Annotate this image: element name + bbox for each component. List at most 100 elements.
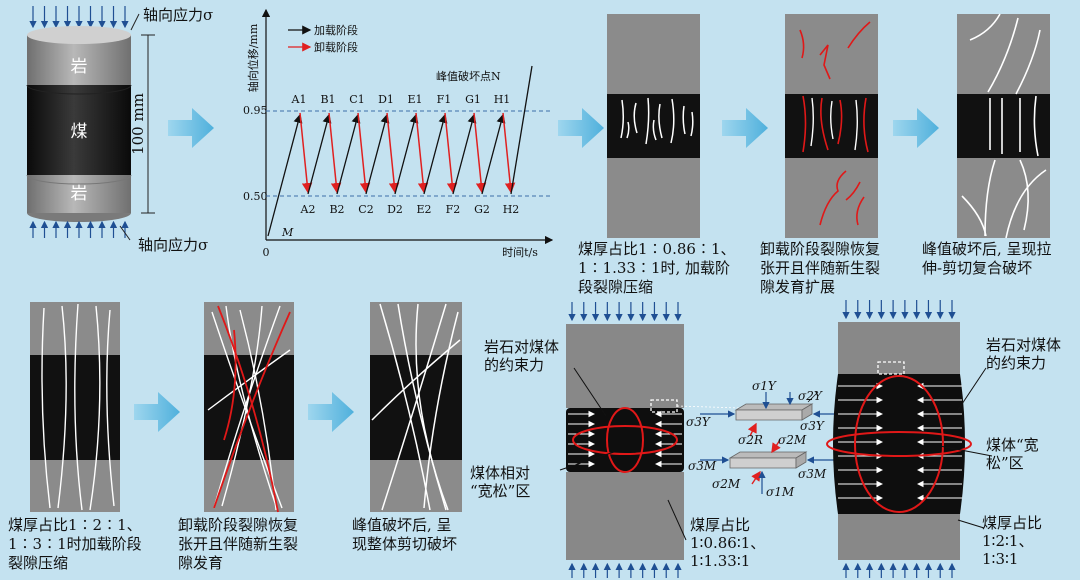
- axial-stress-top-label: 轴向应力σ: [143, 6, 213, 24]
- right-loose-zone-label: 煤体“宽: [986, 436, 1039, 454]
- flow-arrow-5: [134, 392, 180, 432]
- caption-row2-unloading: 隙发育: [178, 554, 223, 572]
- peak-label: 峰值破坏点N: [436, 69, 501, 83]
- cycle-bottom-point-label: A2: [300, 203, 316, 216]
- right-thickness-ratio-label: 1∶2∶1、: [982, 532, 1033, 550]
- left-thickness-ratio-label: 煤厚占比: [690, 516, 750, 534]
- flow-arrow-4: [893, 108, 939, 148]
- load-segment: [336, 113, 361, 195]
- legend-load-label: 加载阶段: [314, 23, 358, 37]
- left-loose-zone-label: 煤体相对: [470, 464, 530, 482]
- cycle-bottom-point-label: G2: [474, 203, 490, 216]
- height-dimension-label: 100 mm: [129, 93, 147, 155]
- cycle-bottom-point-label: H2: [503, 203, 520, 216]
- cycle-top-point-label: A1: [291, 93, 307, 106]
- cycle-bottom-point-label: F2: [446, 203, 461, 216]
- coal-layer: [27, 85, 131, 175]
- left-thickness-ratio-label: 1∶1.33∶1: [690, 552, 750, 570]
- y-axis-label: 轴向位移/mm: [246, 23, 260, 92]
- left-model-confinement-arrows: [568, 410, 682, 468]
- cycle-top-point-label: C1: [349, 93, 364, 106]
- right-loose-zone-label: 松”区: [986, 454, 1024, 472]
- left-constraint-force-label: 岩石对煤体: [484, 338, 559, 356]
- caption-row2-peak: 现整体剪切破坏: [352, 535, 457, 553]
- left-thickness-ratio-label: 1∶0.86∶1、: [690, 534, 765, 552]
- x-axis-label: 时间t/s: [502, 246, 538, 259]
- cycle-bottom-point-label: C2: [358, 203, 373, 216]
- left-model-top-arrows: [568, 302, 682, 322]
- right-model-top-arrows: [842, 300, 956, 320]
- stress-component-label: σ3M: [688, 459, 717, 473]
- cycle-top-point-label: D1: [378, 93, 394, 106]
- unload-segment: [473, 112, 487, 194]
- load-segment: [267, 113, 303, 237]
- cycle-top-point-label: H1: [494, 93, 511, 106]
- cylinder-top-face: [27, 26, 131, 44]
- right-thickness-ratio-label: 煤厚占比: [982, 514, 1042, 532]
- cycle-bottom-point-label: E2: [416, 203, 431, 216]
- caption-row1-peak: 伸-剪切复合破坏: [922, 259, 1032, 277]
- unload-segment: [386, 112, 400, 194]
- load-segment: [452, 113, 477, 195]
- stress-component-label: σ2M: [778, 433, 807, 447]
- cycle-top-point-label: G1: [465, 93, 481, 106]
- caption-row1-loading: 段裂隙压缩: [578, 278, 653, 296]
- stress-component-label: σ1M: [766, 485, 795, 499]
- load-segment: [481, 113, 506, 195]
- stress-component-label: σ2M: [712, 477, 741, 491]
- unload-segment: [502, 112, 516, 194]
- panel-row1-unloading: [785, 14, 878, 238]
- right-constraint-force-label: 岩石对煤体: [986, 336, 1061, 354]
- panel-row2-loading: [30, 302, 120, 512]
- annotation-leaders: [559, 367, 993, 541]
- panel-row2-unloading: [204, 302, 294, 513]
- right-thickness-ratio-label: 1∶3∶1: [982, 550, 1018, 568]
- stress-component-label: σ2Y: [798, 389, 823, 403]
- chart-cycle-lines: [267, 65, 533, 237]
- caption-row1-unloading: 张开且伴随新生裂: [760, 259, 880, 277]
- stress-component-label: σ3Y: [686, 415, 711, 429]
- axial-stress-bottom-label: 轴向应力σ: [138, 236, 208, 254]
- caption-row2-loading: 裂隙压缩: [8, 554, 68, 572]
- caption-row2-peak: 峰值破坏后, 呈: [352, 516, 452, 534]
- stress-component-label: σ2R: [738, 433, 763, 447]
- legend-unload-label: 卸载阶段: [314, 40, 358, 54]
- left-constraint-force-label: 的约束力: [484, 356, 544, 374]
- unload-segment: [444, 112, 458, 194]
- cycle-top-point-label: E1: [407, 93, 422, 106]
- left-loose-zone-label: “宽松”区: [470, 482, 530, 500]
- load-segment: [423, 113, 448, 195]
- caption-row2-unloading: 张开且伴随新生裂: [178, 535, 298, 553]
- unload-segment: [299, 112, 313, 194]
- panel-row2-peak: [370, 302, 462, 512]
- caption-row1-peak: 峰值破坏后, 呈现拉: [922, 240, 1052, 258]
- constraint-model-left: [566, 302, 684, 578]
- rock-bottom-label: 岩: [71, 184, 88, 204]
- cycle-top-point-label: F1: [437, 93, 452, 106]
- load-segment: [365, 113, 390, 195]
- displacement-time-chart: 轴向位移/mm 时间t/s 0 0.95 0.50 加载阶段 卸载阶段 峰值破坏…: [243, 8, 554, 259]
- caption-row2-loading: 煤厚占比1∶2∶1、: [8, 516, 142, 534]
- right-constraint-force-label: 的约束力: [986, 354, 1046, 372]
- cycle-bottom-point-label: D2: [387, 203, 403, 216]
- stress-component-label: σ3M: [798, 467, 827, 481]
- caption-row1-unloading: 隙发育扩展: [760, 278, 835, 296]
- text-layer: 煤厚占比1∶0.86∶1、1∶1.33∶1时, 加载阶段裂隙压缩卸载阶段裂隙恢复…: [8, 240, 1061, 572]
- panel-row1-loading: [607, 14, 700, 238]
- caption-row2-unloading: 卸载阶段裂隙恢复: [178, 516, 298, 534]
- stress-component-label: σ3Y: [800, 419, 825, 433]
- flow-arrow-2: [558, 108, 604, 148]
- y-tick-095: 0.95: [243, 104, 268, 117]
- coal-label: 煤: [71, 122, 88, 142]
- stress-component-label: σ1Y: [752, 379, 777, 393]
- origin-label: 0: [263, 246, 270, 259]
- left-model-bottom-arrows: [568, 562, 682, 578]
- load-segment: [307, 113, 332, 195]
- cycle-top-point-label: B1: [320, 93, 335, 106]
- flow-arrow-6: [308, 392, 354, 432]
- caption-row2-loading: 1∶3∶1时加载阶段: [8, 535, 142, 553]
- right-model-bottom-arrows: [842, 562, 956, 578]
- unload-segment: [328, 112, 342, 194]
- caption-row1-unloading: 卸载阶段裂隙恢复: [760, 240, 880, 258]
